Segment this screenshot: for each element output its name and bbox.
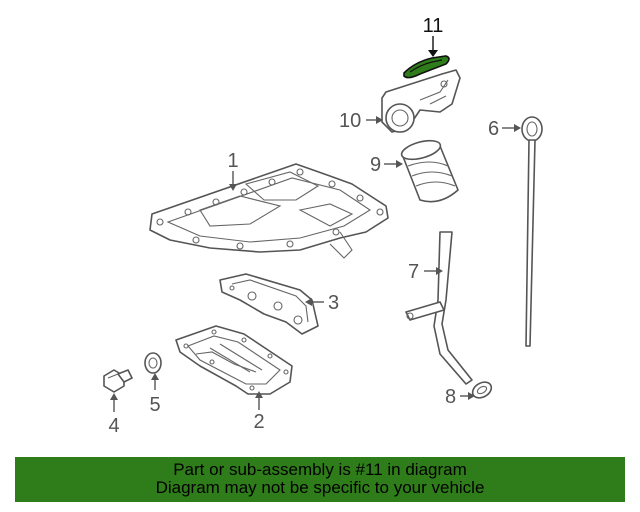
banner-line-2: Diagram may not be specific to your vehi… [155, 478, 485, 497]
callout-9[interactable]: 9 [370, 154, 381, 176]
callout-8[interactable]: 8 [445, 386, 456, 408]
part-2-lower-oil-pan[interactable] [175, 325, 293, 395]
part-10-filter-bracket[interactable] [381, 69, 461, 133]
callout-11[interactable]: 11 [423, 15, 444, 37]
callout-10[interactable]: 10 [339, 110, 361, 132]
callout-4[interactable]: 4 [108, 415, 119, 437]
callout-5[interactable]: 5 [149, 394, 160, 416]
callout-1[interactable]: 1 [227, 150, 238, 172]
banner-line-1: Part or sub-assembly is #11 in diagram [173, 460, 467, 479]
callout-7[interactable]: 7 [408, 261, 419, 283]
part-5-drain-gasket[interactable] [144, 352, 162, 374]
callout-6[interactable]: 6 [488, 118, 499, 140]
part-9-oil-filter[interactable] [400, 137, 459, 203]
info-banner: Part or sub-assembly is #11 in diagram D… [15, 457, 625, 502]
part-8-o-ring[interactable] [470, 379, 494, 401]
part-6-dipstick[interactable] [521, 116, 543, 347]
part-3-baffle-plate[interactable] [219, 273, 319, 335]
callout-2[interactable]: 2 [253, 411, 264, 433]
part-1-upper-oil-pan[interactable] [149, 163, 389, 259]
part-7-guide-tube[interactable] [405, 231, 473, 385]
part-4-drain-plug[interactable] [103, 369, 133, 393]
part-11-gasket[interactable] [403, 55, 450, 79]
callout-3[interactable]: 3 [328, 292, 339, 314]
